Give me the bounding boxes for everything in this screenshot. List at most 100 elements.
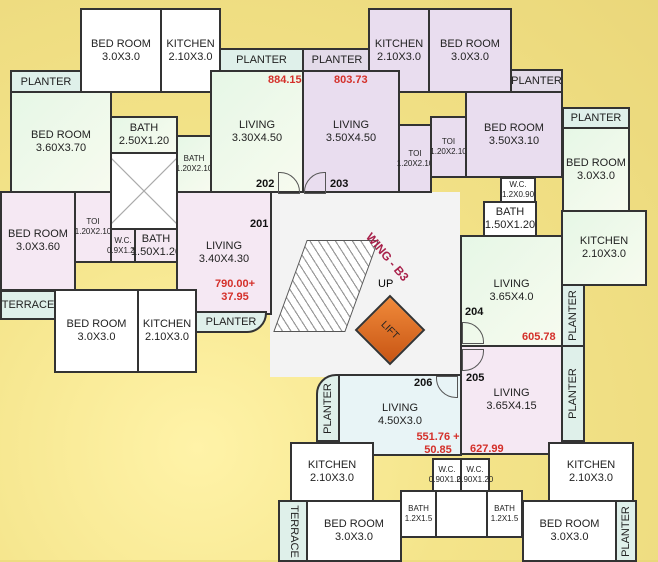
room-name: BATH [408,504,429,513]
terrace-label: TERRACE [1,298,55,311]
planter-label: PLANTER [511,74,562,87]
room-name: LIVING [238,118,276,131]
room-name: BED ROOM [91,37,151,50]
room-size: 3.60X3.70 [35,142,87,154]
room-size: 3.0X3.0 [550,531,589,543]
room-size: 3.65X4.15 [486,400,537,412]
room-name: BATH [183,154,205,163]
room-wc: W.C.0.9X1.20 [106,228,140,263]
room-name: KITCHEN [307,459,357,471]
area-202: 884.15 [268,74,302,86]
room-size: 2.10X3.0 [144,331,190,343]
room-size: 3.40X4.30 [198,253,250,265]
room-size: 3.0X3.0 [102,50,140,63]
room-name: W.C. [466,465,484,474]
room-size: 1.20X2.10 [430,147,467,156]
duct [435,490,488,538]
room-size: 1.2X1.5 [404,514,433,523]
area-204: 605.78 [522,331,556,343]
area-206-carpet: 551.76 + [416,431,460,443]
room-size: 0.90X1.20 [456,475,494,484]
room-size: 0.90X1.20 [428,475,466,484]
room-name: BED ROOM [484,121,544,134]
duct [110,152,178,230]
room-size: 4.50X3.0 [377,415,423,427]
room-size: 3.50X4.50 [325,131,377,144]
room-size: 3.0X3.0 [335,531,373,543]
planter-label: PLANTER [20,75,72,88]
room-size: 2.10X3.0 [568,472,614,484]
room-name: KITCHEN [566,459,616,471]
planter-label: PLANTER [566,290,579,341]
room-name: BED ROOM [566,156,626,169]
area-201-extra: 37.95 [221,291,249,303]
room-name: BED ROOM [440,37,500,50]
room-name: KITCHEN [166,37,215,50]
room-name: KITCHEN [374,37,424,50]
room-size: 3.30X4.50 [231,131,283,144]
planter-label: PLANTER [619,505,632,557]
room-size: 3.50X3.10 [488,134,540,147]
room-size: 2.10X3.0 [168,50,213,63]
room-size: 1.20X2.10 [396,158,434,168]
room-size: 1.2X1.5 [490,514,519,523]
planter: PLANTER [219,48,304,72]
planter-label: PLANTER [205,315,257,328]
area-203: 803.73 [334,74,368,86]
planter: PLANTER [615,500,637,562]
room-size: 2.50X1.20 [118,135,170,147]
room-size: 3.0X3.0 [77,331,116,343]
room-size: 1.2X0.90 [501,190,535,199]
room-size: 2.10X3.0 [309,472,355,484]
planter-label: PLANTER [566,368,579,419]
area-205: 627.99 [470,443,504,455]
planter-label: PLANTER [321,382,334,434]
planter: PLANTER [316,374,340,442]
room-size: 0.9X1.20 [106,245,140,255]
planter: PLANTER [561,345,585,442]
room-name: KITCHEN [579,235,629,247]
room-name: BATH [495,206,525,218]
flat-number: 203 [330,178,349,190]
room-size: 3.0X3.0 [451,50,489,63]
room-size: 2.10X3.0 [581,248,627,260]
room-name: BATH [141,232,171,245]
room-name: BATH [494,504,515,513]
room-size: 1.20X2.10 [175,164,213,173]
room-name: LIVING [332,118,370,131]
room-name: BATH [129,122,159,134]
room-size: 2.10X3.0 [376,50,422,63]
planter-label: PLANTER [311,53,363,66]
room-name: W.C. [509,180,527,189]
area-206-extra: 50.85 [424,444,452,456]
room-name: W.C. [438,465,456,474]
room-name: BED ROOM [539,518,600,530]
room-name: LIVING [381,402,419,414]
area-201: 790.00+37.95 [205,278,265,304]
room-name: BED ROOM [324,518,384,530]
room-name: LIVING [493,278,530,290]
planter: PLANTER [510,69,563,93]
planter: PLANTER [562,107,630,129]
room-name: BED ROOM [31,129,91,141]
room-name: LIVING [205,240,243,252]
